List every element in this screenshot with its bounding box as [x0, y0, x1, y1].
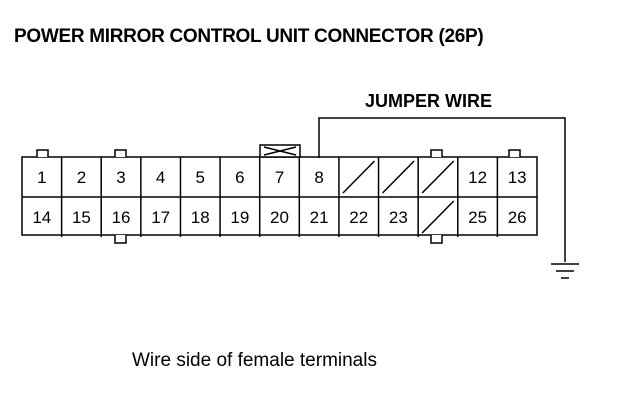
terminal-6: 6 — [235, 168, 244, 187]
jumper-wire — [318, 117, 566, 262]
lock-tab-2 — [114, 149, 127, 157]
diagram-caption: Wire side of female terminals — [132, 350, 377, 371]
terminal-13: 13 — [508, 168, 527, 187]
terminal-4: 4 — [156, 168, 165, 187]
empty-cavity-mark — [342, 160, 376, 194]
connector-key-cross — [263, 146, 297, 156]
terminal-17: 17 — [151, 208, 170, 227]
empty-cavity-mark — [382, 160, 415, 194]
jumper-wire-label: JUMPER WIRE — [365, 91, 493, 111]
terminal-18: 18 — [191, 208, 210, 227]
terminal-7: 7 — [275, 168, 284, 187]
terminal-19: 19 — [230, 208, 249, 227]
terminal-3: 3 — [116, 168, 125, 187]
connector-body — [21, 156, 538, 236]
terminal-5: 5 — [196, 168, 205, 187]
terminal-12: 12 — [468, 168, 487, 187]
terminal-2: 2 — [77, 168, 86, 187]
terminal-8: 8 — [314, 168, 323, 187]
terminal-23: 23 — [389, 208, 408, 227]
terminal-16: 16 — [112, 208, 131, 227]
lock-tab-1 — [36, 149, 49, 157]
terminal-14: 14 — [32, 208, 51, 227]
lock-tab-4 — [508, 149, 521, 157]
empty-cavity-mark — [421, 160, 455, 194]
terminal-22: 22 — [349, 208, 368, 227]
terminal-26: 26 — [508, 208, 527, 227]
empty-cavity-mark — [421, 200, 455, 234]
terminal-25: 25 — [468, 208, 487, 227]
lock-tab-6 — [430, 235, 443, 244]
terminal-1: 1 — [37, 168, 46, 187]
diagram-title: POWER MIRROR CONTROL UNIT CONNECTOR (26P… — [14, 26, 484, 47]
terminal-15: 15 — [72, 208, 91, 227]
lock-tab-5 — [114, 235, 127, 244]
terminal-21: 21 — [310, 208, 329, 227]
lock-tab-3 — [430, 149, 443, 157]
terminal-20: 20 — [270, 208, 289, 227]
